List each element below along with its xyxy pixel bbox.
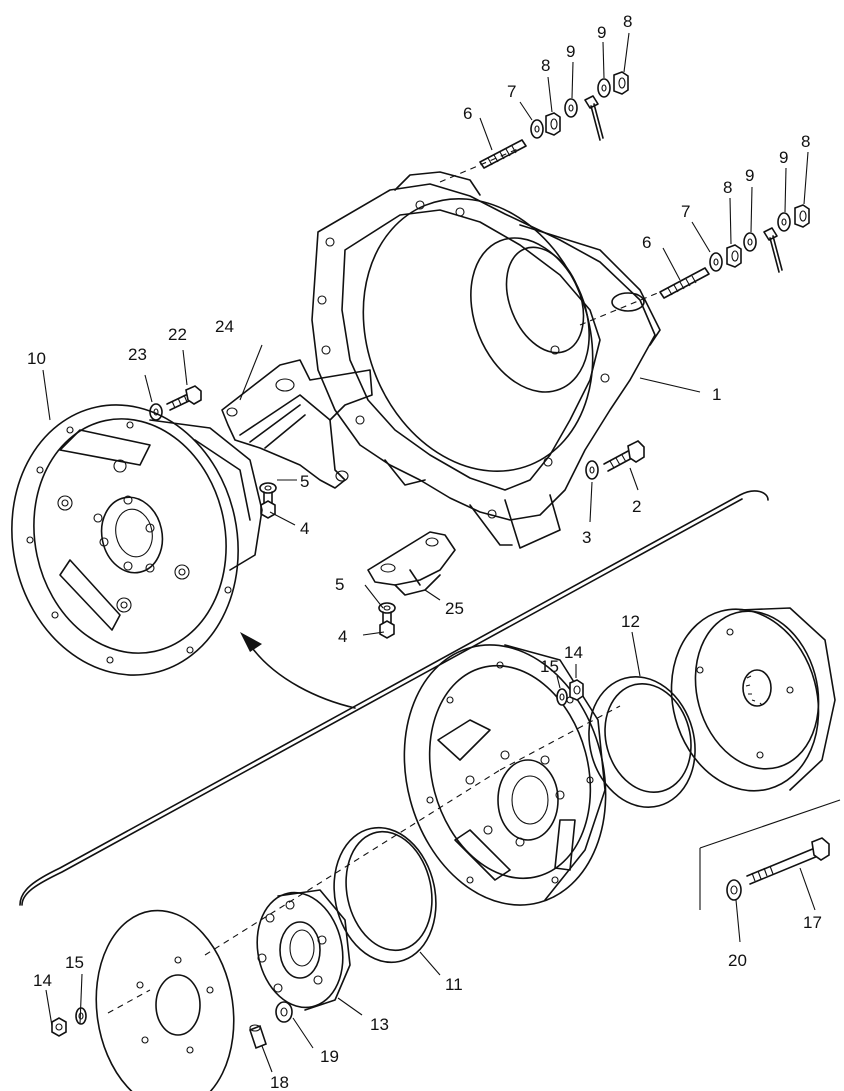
callout-11: 11 xyxy=(445,975,463,994)
washer-part-3 xyxy=(585,460,599,480)
callout-22: 22 xyxy=(168,325,187,344)
callout-18: 18 xyxy=(270,1073,289,1091)
callout-4-lower: 4 xyxy=(338,627,347,646)
housing-part-1 xyxy=(311,171,661,549)
callout-15-upper: 15 xyxy=(540,657,559,676)
callout-labels: 1 2 3 4 4 5 5 6 6 7 7 8 8 8 8 9 9 9 9 10… xyxy=(27,12,822,1091)
drive-disc-right xyxy=(670,607,836,792)
callout-9-b: 9 xyxy=(597,23,606,42)
callout-14-upper: 14 xyxy=(564,643,583,662)
callout-7-upper: 7 xyxy=(507,82,516,101)
callout-14-lower: 14 xyxy=(33,971,52,990)
coupling-part-10 xyxy=(11,404,263,676)
callout-8-a: 8 xyxy=(541,56,550,75)
callout-5-upper: 5 xyxy=(300,472,309,491)
drive-plate xyxy=(95,909,235,1091)
callout-4-upper: 4 xyxy=(300,519,309,538)
callout-10: 10 xyxy=(27,349,46,368)
stud-part-6-lower xyxy=(659,267,710,299)
assembly-arrow-icon xyxy=(240,632,356,709)
hub-part-13 xyxy=(256,889,351,1011)
washers-nuts-upper xyxy=(530,71,629,141)
callout-6-upper: 6 xyxy=(463,104,472,123)
detail-inset xyxy=(699,799,841,910)
callout-2: 2 xyxy=(632,497,641,516)
callout-9-c: 9 xyxy=(745,166,754,185)
center-lines xyxy=(107,147,661,1014)
callout-8-b: 8 xyxy=(623,12,632,31)
section-divider xyxy=(19,490,769,906)
callout-13: 13 xyxy=(370,1015,389,1034)
washer-bolt-5-4-lower xyxy=(378,602,396,639)
callout-3: 3 xyxy=(582,528,591,547)
bracket-part-25 xyxy=(367,531,456,596)
callout-23: 23 xyxy=(128,345,147,364)
leader-lines xyxy=(42,32,816,1073)
callout-12: 12 xyxy=(621,612,640,631)
callout-1: 1 xyxy=(712,385,721,404)
stud-part-6-upper xyxy=(479,139,527,169)
callout-9-d: 9 xyxy=(779,148,788,167)
adapter-plate xyxy=(403,644,607,906)
bracket-part-24 xyxy=(221,359,373,489)
ring-part-11 xyxy=(333,826,437,964)
gasket-part-12 xyxy=(588,676,696,808)
callout-19: 19 xyxy=(320,1047,339,1066)
callout-17: 17 xyxy=(803,913,822,932)
bolt-part-22 xyxy=(166,385,202,411)
callout-20: 20 xyxy=(728,951,747,970)
pin-part-18 xyxy=(249,1024,267,1050)
callout-5-lower: 5 xyxy=(335,575,344,594)
washer-part-19 xyxy=(275,1001,293,1023)
washers-nuts-lower xyxy=(709,204,810,273)
callout-24: 24 xyxy=(215,317,234,336)
callout-25: 25 xyxy=(445,599,464,618)
bolt-part-2 xyxy=(603,440,645,472)
callout-7-lower: 7 xyxy=(681,202,690,221)
nut-washer-14-15-upper xyxy=(556,679,584,706)
callout-8-d: 8 xyxy=(801,132,810,151)
callout-15-lower: 15 xyxy=(65,953,84,972)
callout-6-lower: 6 xyxy=(642,233,651,252)
callout-8-c: 8 xyxy=(723,178,732,197)
washer-bolt-5-4-upper xyxy=(259,482,277,519)
callout-9-a: 9 xyxy=(566,42,575,61)
